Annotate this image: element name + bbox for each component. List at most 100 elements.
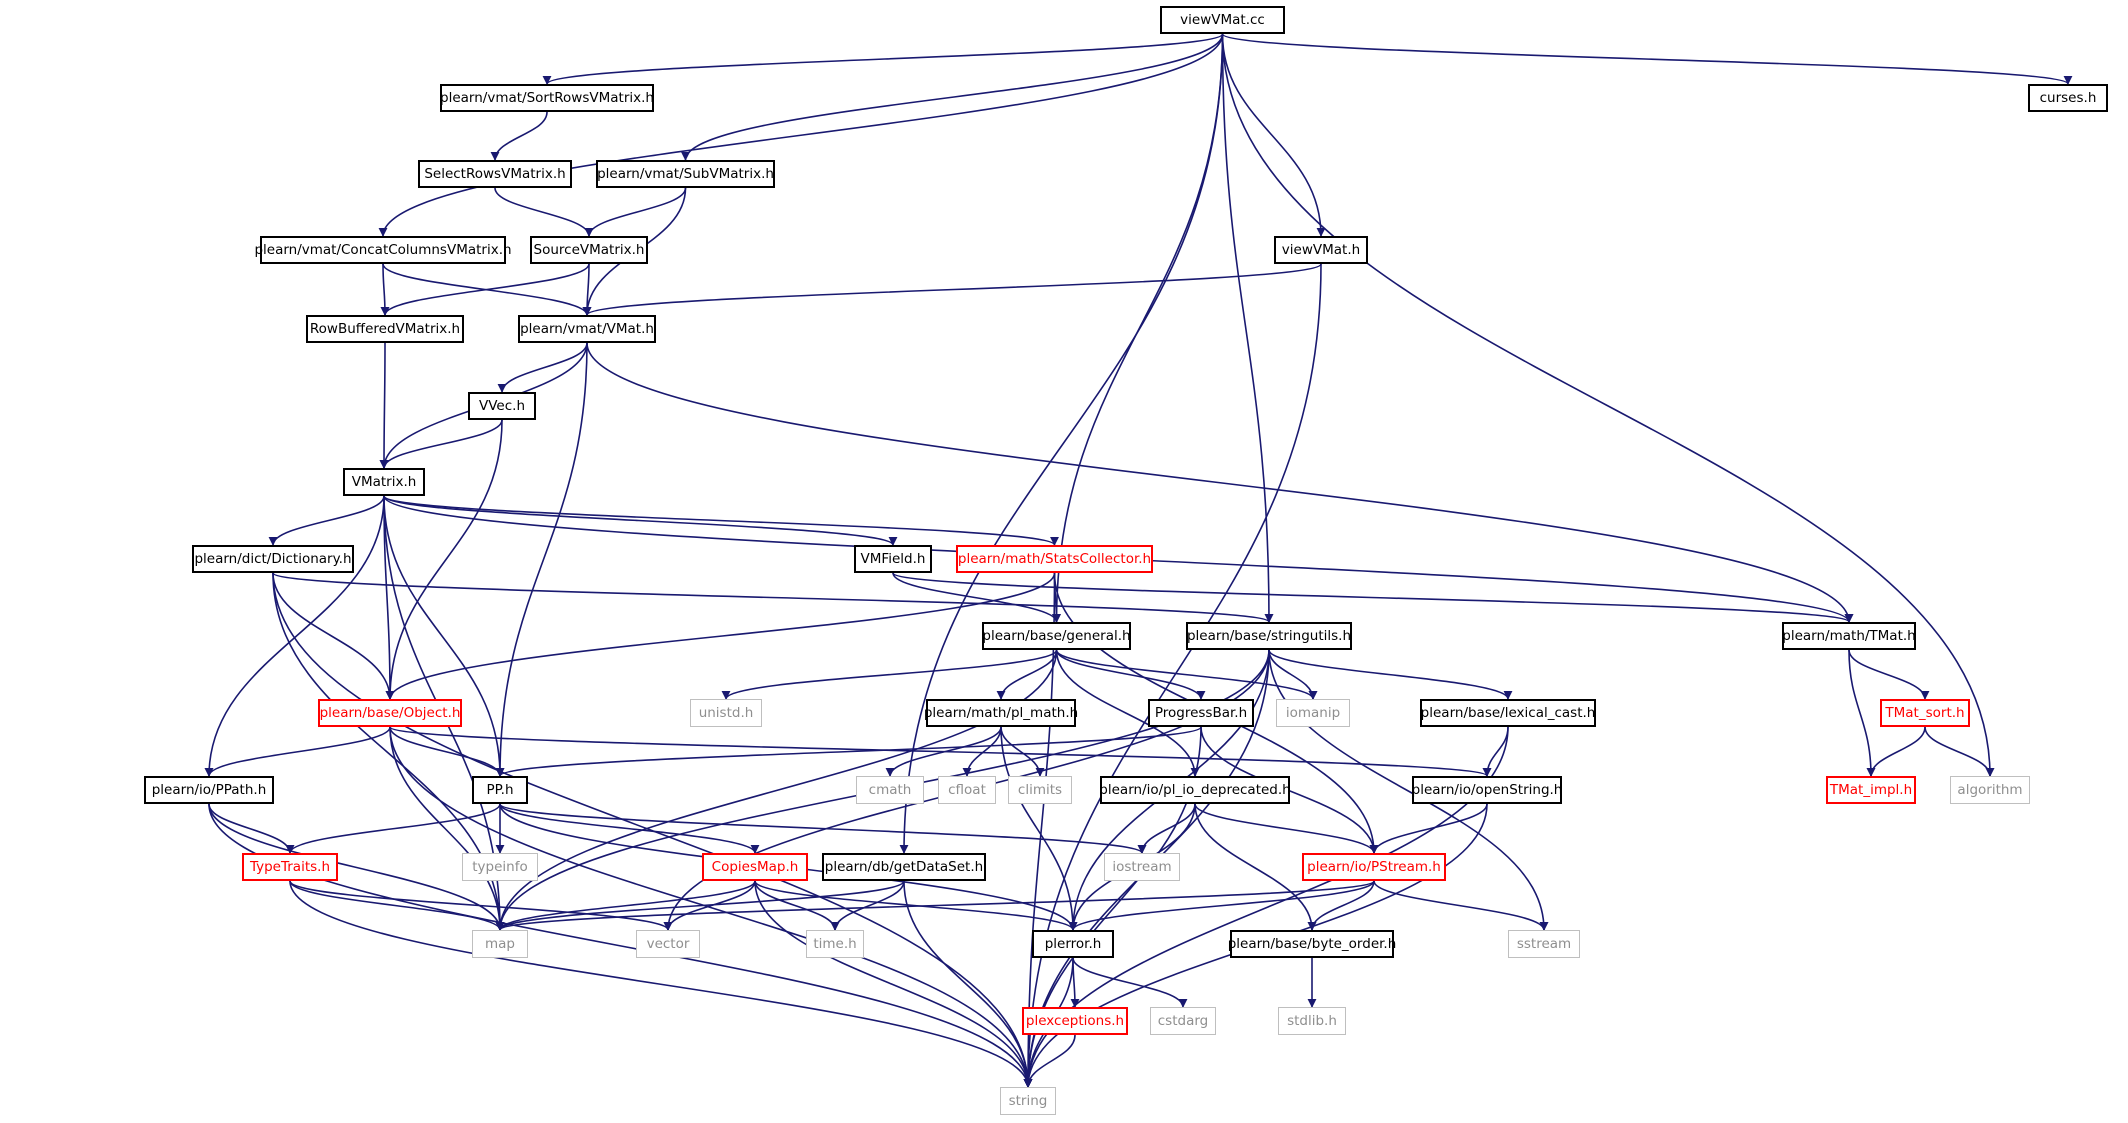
node-tmat-sort[interactable]: TMat_sort.h (1880, 699, 1970, 727)
node-openstring[interactable]: plearn/io/openString.h (1412, 776, 1562, 804)
node-pstream[interactable]: plearn/io/PStream.h (1302, 853, 1446, 881)
node-map[interactable]: map (472, 930, 528, 958)
node-label: TMat_impl.h (1829, 782, 1913, 798)
node-sortrows-vmatrix[interactable]: plearn/vmat/SortRowsVMatrix.h (440, 84, 654, 112)
node-vmat[interactable]: plearn/vmat/VMat.h (518, 315, 656, 343)
node-vmfield[interactable]: VMField.h (854, 545, 932, 573)
edge-general-to-map (495, 649, 1058, 931)
edge-pstream-to-byte_order (1307, 880, 1375, 931)
node-label: VVec.h (479, 398, 525, 414)
edge-vmatrix-to-dictionary (268, 495, 385, 546)
edge-vmat-to-pp (495, 342, 588, 777)
node-typeinfo[interactable]: typeinfo (462, 853, 538, 881)
node-label: map (485, 936, 515, 952)
edge-progressbar-to-pp (495, 726, 1202, 777)
edge-stringutils-to-iomanip (1268, 649, 1318, 700)
edge-ppath-to-typetraits (208, 803, 295, 854)
edge-vvec-to-vmatrix (379, 419, 503, 469)
node-cmath[interactable]: cmath (856, 776, 924, 804)
node-vector[interactable]: vector (636, 930, 700, 958)
node-label: SelectRowsVMatrix.h (424, 166, 566, 182)
node-label: plearn/base/stringutils.h (1186, 628, 1352, 644)
node-iomanip[interactable]: iomanip (1276, 699, 1350, 727)
node-vmatrix[interactable]: VMatrix.h (343, 468, 425, 496)
node-plerror[interactable]: plerror.h (1032, 930, 1114, 958)
node-general[interactable]: plearn/base/general.h (982, 622, 1131, 650)
node-selectrows-vmatrix[interactable]: SelectRowsVMatrix.h (418, 160, 572, 188)
edge-getdataset-to-map (495, 880, 905, 931)
node-label: CopiesMap.h (711, 859, 799, 875)
node-label: TMat_sort.h (1885, 705, 1965, 721)
edge-pp-to-copiesmap (499, 803, 760, 854)
node-statscollector[interactable]: plearn/math/StatsCollector.h (956, 545, 1153, 573)
node-label: stdlib.h (1287, 1013, 1337, 1029)
node-pl-io-deprecated[interactable]: plearn/io/pl_io_deprecated.h (1099, 776, 1291, 804)
node-label: cfloat (948, 782, 986, 798)
edge-statscollector-to-object (385, 572, 1056, 700)
node-label: plearn/vmat/VMat.h (520, 321, 654, 337)
edge-selectrows-to-sourcevmatrix (494, 187, 594, 237)
node-label: ProgressBar.h (1154, 705, 1248, 721)
edge-sortrows-to-selectrows (490, 111, 548, 161)
node-label: typeinfo (472, 859, 528, 875)
node-concatcolumns-vmatrix[interactable]: plearn/vmat/ConcatColumnsVMatrix.h (254, 236, 512, 264)
edge-stringutils-to-lexical_cast (1268, 649, 1513, 700)
node-string[interactable]: string (1000, 1087, 1056, 1115)
node-vvec[interactable]: VVec.h (468, 392, 536, 420)
node-curses[interactable]: curses.h (2028, 84, 2108, 112)
node-ppath[interactable]: plearn/io/PPath.h (144, 776, 274, 804)
node-viewvmat-h[interactable]: viewVMat.h (1274, 236, 1368, 264)
node-climits[interactable]: climits (1008, 776, 1072, 804)
edge-stringutils-to-sstream (1268, 649, 1549, 931)
node-viewvmat-cc[interactable]: viewVMat.cc (1160, 6, 1285, 34)
node-copiesmap[interactable]: CopiesMap.h (702, 853, 808, 881)
edge-vmfield-to-general (892, 572, 1061, 623)
edge-viewvmat_cc-to-curses (1221, 33, 2073, 85)
edge-viewvmat_h-to-string (1023, 263, 1322, 1088)
edge-viewvmat_cc-to-stringutils (1221, 33, 1274, 623)
node-label: TypeTraits.h (249, 859, 331, 875)
node-iostream[interactable]: iostream (1104, 853, 1180, 881)
node-label: plearn/io/pl_io_deprecated.h (1099, 782, 1291, 798)
edge-object-to-ppath (204, 726, 391, 777)
node-progressbar[interactable]: ProgressBar.h (1148, 699, 1254, 727)
edge-general-to-pl_math (996, 649, 1058, 700)
node-typetraits[interactable]: TypeTraits.h (242, 853, 338, 881)
node-label: viewVMat.cc (1180, 12, 1265, 28)
node-unistd[interactable]: unistd.h (690, 699, 762, 727)
node-rowbuffered-vmatrix[interactable]: RowBufferedVMatrix.h (306, 315, 464, 343)
node-label: plearn/math/TMat.h (1782, 628, 1916, 644)
node-label: climits (1017, 782, 1063, 798)
node-byte-order[interactable]: plearn/base/byte_order.h (1228, 930, 1396, 958)
node-label: cmath (868, 782, 912, 798)
edge-sourcevmatrix-to-rowbuffered (380, 263, 590, 316)
edge-plexceptions-to-string (1023, 1034, 1076, 1088)
edge-pl_io_deprecated-to-iostream (1137, 803, 1196, 854)
node-label: plearn/io/PStream.h (1307, 859, 1441, 875)
edge-pl_io_deprecated-to-byte_order (1194, 803, 1317, 931)
node-subvmatrix[interactable]: plearn/vmat/SubVMatrix.h (596, 160, 775, 188)
node-time[interactable]: time.h (806, 930, 864, 958)
node-cstdarg[interactable]: cstdarg (1150, 1007, 1216, 1035)
node-tmat-impl[interactable]: TMat_impl.h (1826, 776, 1916, 804)
node-stdlib[interactable]: stdlib.h (1278, 1007, 1346, 1035)
node-cfloat[interactable]: cfloat (938, 776, 996, 804)
node-sstream[interactable]: sstream (1508, 930, 1580, 958)
node-dictionary[interactable]: plearn/dict/Dictionary.h (192, 545, 354, 573)
edge-vmatrix-to-pp (383, 495, 505, 777)
node-source-vmatrix[interactable]: SourceVMatrix.h (530, 236, 648, 264)
node-label: sstream (1516, 936, 1572, 952)
node-pp[interactable]: PP.h (472, 776, 528, 804)
node-lexical-cast[interactable]: plearn/base/lexical_cast.h (1420, 699, 1596, 727)
node-stringutils[interactable]: plearn/base/stringutils.h (1186, 622, 1352, 650)
node-tmat[interactable]: plearn/math/TMat.h (1782, 622, 1916, 650)
node-pl-math[interactable]: plearn/math/pl_math.h (924, 699, 1078, 727)
node-getdataset[interactable]: plearn/db/getDataSet.h (822, 853, 986, 881)
node-object[interactable]: plearn/base/Object.h (318, 699, 462, 727)
edge-ppath-to-string (208, 803, 1033, 1088)
node-label: VMatrix.h (351, 474, 417, 490)
edge-tmat-to-tmat_impl (1848, 649, 1876, 777)
node-label: curses.h (2039, 90, 2097, 106)
node-algorithm[interactable]: algorithm (1950, 776, 2030, 804)
node-plexceptions[interactable]: plexceptions.h (1022, 1007, 1128, 1035)
